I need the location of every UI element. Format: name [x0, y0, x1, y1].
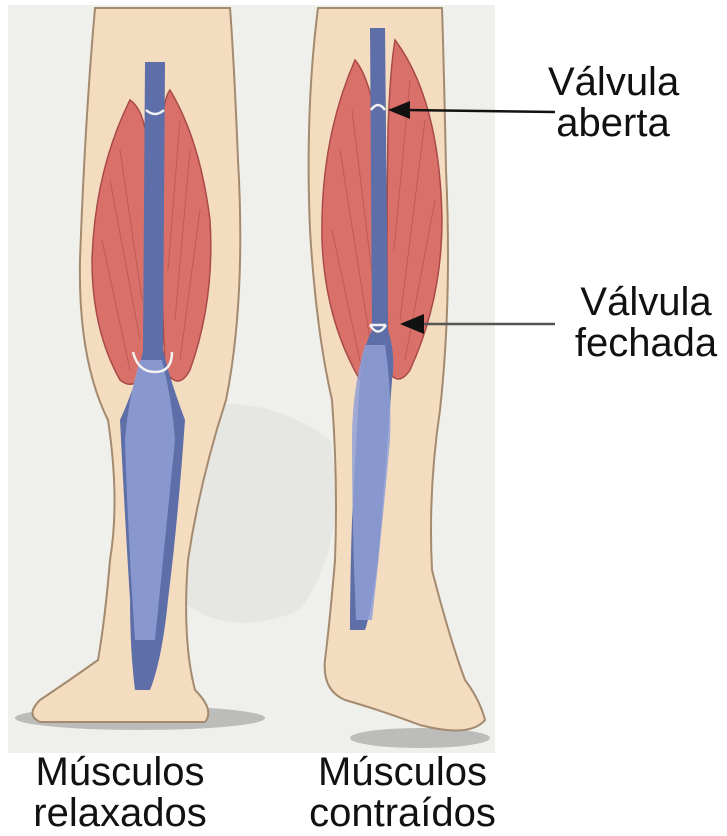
label-muscles-relaxed: Músculos relaxados — [0, 752, 240, 834]
label-line: aberta — [548, 103, 678, 144]
label-line: Válvula — [566, 282, 726, 323]
label-line: relaxados — [0, 793, 240, 834]
label-valve-closed: Válvula fechada — [566, 282, 726, 364]
floor-shadow — [350, 728, 490, 748]
label-line: Músculos — [0, 752, 240, 793]
label-line: Válvula — [548, 62, 678, 103]
label-valve-open: Válvula aberta — [548, 62, 678, 144]
label-muscles-contracted: Músculos contraídos — [295, 752, 510, 834]
label-line: fechada — [566, 323, 726, 364]
label-line: Músculos — [295, 752, 510, 793]
label-line: contraídos — [295, 793, 510, 834]
